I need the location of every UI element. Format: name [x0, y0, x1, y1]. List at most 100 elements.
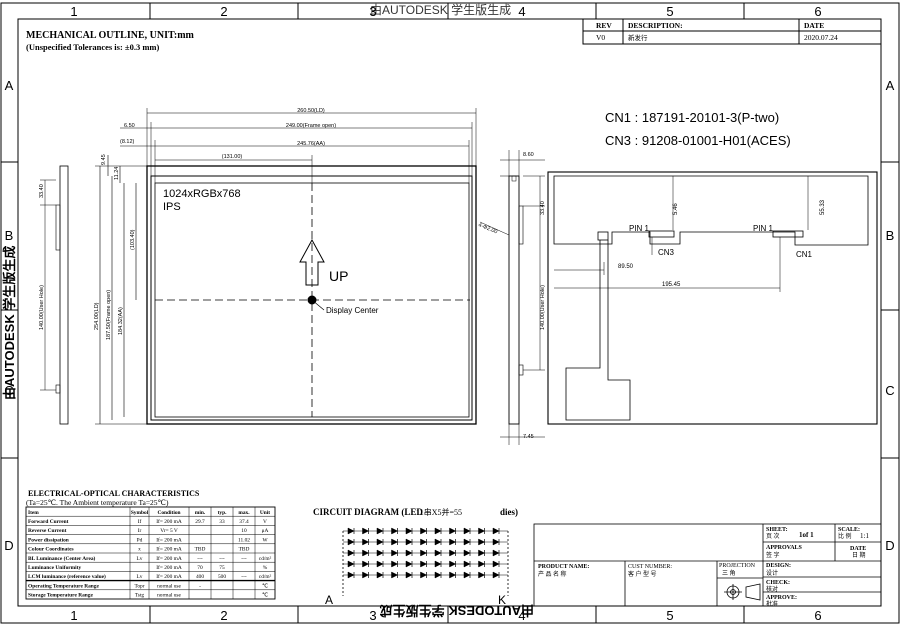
table-cell: W — [262, 537, 268, 543]
zone-b-left: B — [5, 228, 14, 243]
back-view — [547, 171, 878, 425]
table-cell: 70 — [197, 565, 203, 571]
side-dim-holes: 4-Φ2.00 — [477, 222, 498, 235]
sheet-cn: 页 次 — [766, 532, 780, 540]
rev-value: V0 — [596, 33, 605, 42]
table-cell: 11.02 — [238, 537, 250, 543]
zone-2-top: 2 — [220, 4, 227, 19]
pin1-cn3-label: PIN 1 — [629, 224, 650, 233]
watermark-left: 由AUTODESK 学生版生成 — [2, 246, 17, 400]
sheet-value: 1of 1 — [799, 531, 814, 539]
led-diode — [492, 527, 500, 535]
table-header-cell: typ. — [218, 510, 227, 516]
dim-total-height: 254.00(LD) — [94, 302, 100, 330]
table-cell: --- — [241, 556, 247, 562]
back-dim-cn1-offset: 195.45 — [662, 282, 681, 288]
dim-aa-top-offset: 11.24 — [114, 167, 120, 180]
led-diode — [347, 571, 355, 579]
table-cell: normal use — [157, 583, 181, 589]
table-cell: Ir — [138, 528, 142, 534]
zone-6-bottom: 6 — [814, 608, 821, 623]
table-cell: 500 — [218, 574, 226, 580]
led-diode — [449, 560, 457, 568]
side-dim-user-hole: 140.00(User Hole) — [540, 285, 546, 330]
led-diode — [434, 538, 442, 546]
table-cell: 33 — [219, 519, 225, 525]
table-cell: - — [199, 583, 201, 589]
led-diode — [463, 538, 471, 546]
table-cell: 400 — [196, 574, 204, 580]
led-diode — [420, 538, 428, 546]
table-cell: If= 200 mA — [156, 564, 182, 571]
display-center-label: Display Center — [326, 306, 379, 315]
led-diode — [362, 571, 370, 579]
circuit-title: CIRCUIT DIAGRAM (LED — [313, 507, 423, 517]
resolution-label: 1024xRGBx768 — [163, 188, 241, 200]
side-view — [479, 150, 545, 445]
cn3-note: CN3 : 91208-01001-H01(ACES) — [605, 133, 791, 148]
dim-frame-offset: 6.50 — [124, 123, 135, 129]
table-cell: If= 200 mA — [156, 536, 182, 543]
led-diode — [376, 527, 384, 535]
zone-b-right: B — [886, 228, 895, 243]
side-dim-depth: 8.60 — [523, 152, 534, 158]
date-label: DATE — [850, 546, 866, 552]
table-cell: Power dissipation — [28, 537, 69, 543]
led-diode — [478, 538, 486, 546]
table-cell: 75 — [219, 565, 225, 571]
sheet-label: SHEET: — [766, 527, 788, 533]
table-cell: LCM luminance (reference value) — [28, 573, 106, 580]
led-diode — [434, 571, 442, 579]
table-cell: normal use — [157, 593, 181, 599]
led-diode — [420, 527, 428, 535]
table-cell: Reverse Current — [28, 528, 67, 534]
table-cell: If= 200 mA — [156, 555, 182, 562]
zone-2-bottom: 2 — [220, 608, 227, 623]
led-diode — [405, 560, 413, 568]
design-cn: 设计 — [766, 569, 778, 577]
approve-cn: 批准 — [766, 600, 778, 608]
table-cell: Storage Temperature Range — [28, 593, 93, 599]
led-diode — [434, 549, 442, 557]
led-diode — [362, 527, 370, 535]
led-diode — [434, 527, 442, 535]
zone-c-right: C — [885, 383, 894, 398]
product-name-label: PRODUCT NAME: — [538, 564, 589, 570]
table-cell: cd/m² — [259, 556, 272, 562]
tolerance-note: (Unspecified Tolerances is: ±0.3 mm) — [26, 42, 160, 52]
zone-ticks — [1, 3, 899, 623]
table-cell: x — [138, 547, 141, 553]
zone-d-left: D — [4, 538, 13, 553]
table-cell: ℃ — [262, 583, 268, 589]
cn3-back-label: CN3 — [658, 248, 675, 257]
approve-label: APPROVE: — [766, 595, 797, 601]
cathode-label: K — [498, 593, 506, 607]
watermark-top: 由AUTODESK 学生版生成 — [370, 2, 511, 17]
approvals-cn: 签 字 — [766, 551, 780, 559]
date-header: DATE — [804, 21, 824, 30]
table-cell: 10 — [241, 528, 247, 534]
table-cell: 37.4 — [239, 519, 249, 525]
led-diode — [347, 527, 355, 535]
description-value: 新发行 — [628, 33, 648, 42]
led-diode — [376, 538, 384, 546]
back-dim-cn1-depth: 55.33 — [820, 199, 826, 215]
table-cell: Luminance Uniformity — [28, 565, 81, 571]
table-cell: Vr= 5 V — [160, 528, 178, 534]
led-diode — [449, 571, 457, 579]
led-diode — [478, 560, 486, 568]
zone-1-top: 1 — [70, 4, 77, 19]
led-diode — [376, 571, 384, 579]
table-cell: Forward Current — [28, 519, 69, 525]
pin1-cn1-label: PIN 1 — [753, 224, 774, 233]
led-diode — [347, 560, 355, 568]
table-cell: If= 200 mA — [156, 573, 182, 580]
table-cell: ℃ — [262, 593, 268, 599]
zone-4-bottom: 4 — [518, 608, 525, 623]
table-cell: BL Luminance (Center Area) — [28, 555, 96, 562]
panel-type-label: IPS — [163, 201, 181, 213]
table-cell: 29.7 — [195, 519, 205, 525]
table-header-cell: Condition — [157, 510, 180, 516]
